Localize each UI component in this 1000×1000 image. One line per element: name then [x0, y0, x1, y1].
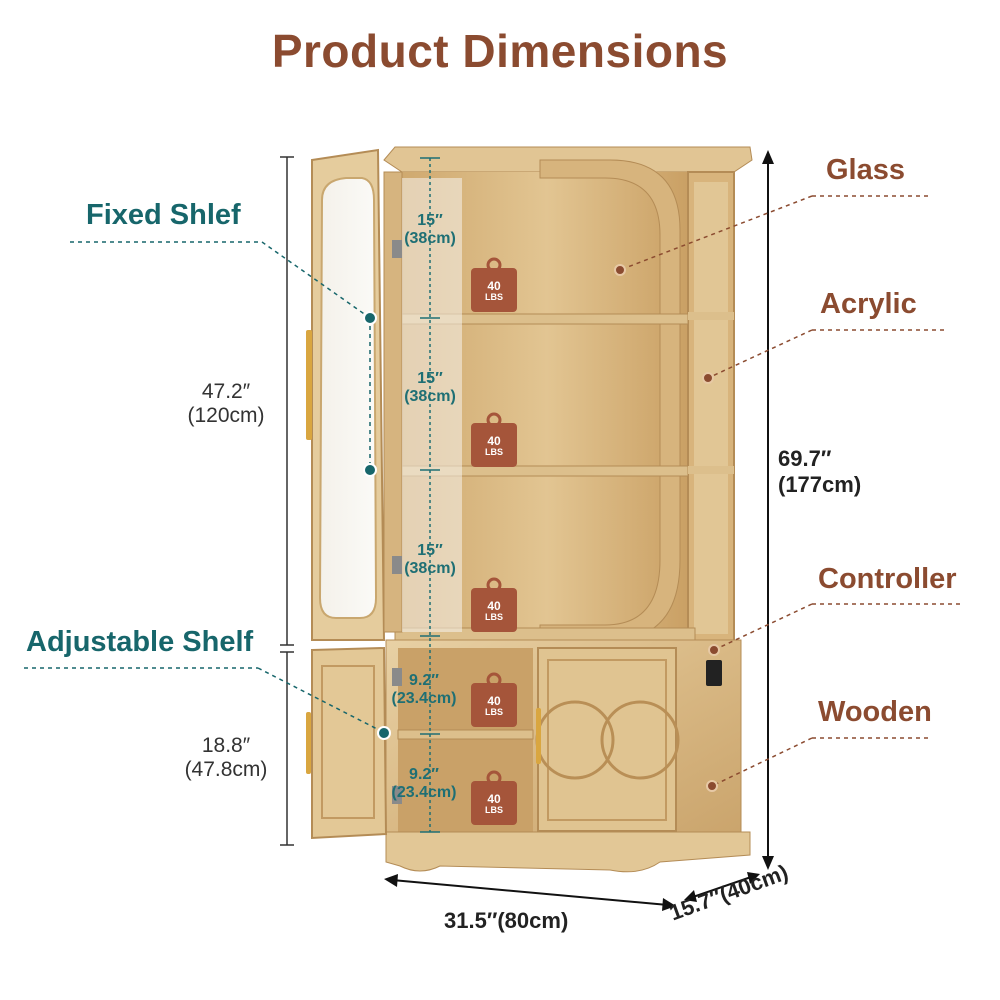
- lower-height-dimension: 18.8″ (47.8cm): [168, 734, 284, 782]
- glass-marker: [614, 264, 626, 276]
- wooden-marker: [706, 780, 718, 792]
- weight-value: 40: [487, 279, 501, 293]
- page-title: Product Dimensions: [271, 25, 729, 77]
- shelf-gap-5-in: 9.2″: [409, 766, 439, 783]
- adjustable-shelf-marker: [377, 726, 391, 740]
- weight-value: 40: [487, 792, 501, 806]
- weight-tag-3: [471, 577, 517, 632]
- depth-line: [689, 875, 755, 899]
- weight-tag-2: [471, 412, 517, 467]
- right-lower-door: [537, 647, 677, 832]
- cabinet-base: [385, 831, 751, 873]
- shelf-gap-2: 15″ (38cm): [390, 370, 470, 406]
- total-height-dimension: 69.7″ (177cm): [778, 446, 861, 498]
- weight-unit: LBS: [485, 612, 503, 622]
- fixed-shelf-marker-1: [363, 311, 377, 325]
- shelf-gap-3: 15″ (38cm): [390, 542, 470, 578]
- shelf-gap-2-cm: (38cm): [404, 388, 456, 405]
- weight-value: 40: [487, 694, 501, 708]
- fixed-shelf-marker-2: [363, 463, 377, 477]
- upper-height-cm: (120cm): [187, 404, 265, 427]
- upper-height-in: 47.2″: [201, 380, 251, 403]
- shelf-gap-3-in: 15″: [417, 542, 443, 559]
- shelf-gap-3-cm: (38cm): [404, 560, 456, 577]
- inner-glass-strip: [402, 178, 462, 632]
- weight-unit: LBS: [485, 805, 503, 815]
- total-height-in: 69.7″: [778, 446, 832, 471]
- weight-unit: LBS: [485, 707, 503, 717]
- lower-door-handle: [306, 712, 311, 774]
- shelf-gap-1-cm: (38cm): [404, 230, 456, 247]
- shelf-gap-2-in: 15″: [417, 370, 443, 387]
- right-door-handle: [536, 708, 541, 764]
- width-line: [391, 879, 669, 906]
- label-fixed-shelf: Fixed Shlef: [86, 199, 241, 231]
- weight-tag-5: [471, 770, 517, 825]
- width-dimension: 31.5″(80cm): [444, 908, 569, 933]
- total-height-cm: (177cm): [778, 472, 862, 497]
- shelf-gap-5: 9.2″ (23.4cm): [384, 766, 464, 802]
- glass-door-handle: [306, 330, 312, 440]
- shelf-gap-4-in: 9.2″: [409, 672, 439, 689]
- controller-box: [706, 660, 722, 686]
- shelf-gap-4-cm: (23.4cm): [391, 690, 457, 707]
- acrylic-marker: [702, 372, 714, 384]
- lower-left-door: [311, 646, 388, 840]
- weight-unit: LBS: [485, 292, 503, 302]
- shelf-gap-1: 15″ (38cm): [390, 212, 470, 248]
- label-glass: Glass: [826, 154, 905, 186]
- weight-tag-4: [471, 672, 517, 727]
- weight-value: 40: [487, 599, 501, 613]
- controller-marker: [708, 644, 720, 656]
- shelf-gap-4: 9.2″ (23.4cm): [384, 672, 464, 708]
- label-controller: Controller: [818, 563, 957, 595]
- lower-shelf: [397, 729, 534, 740]
- label-adjustable-shelf: Adjustable Shelf: [26, 626, 254, 658]
- label-acrylic: Acrylic: [820, 288, 917, 320]
- weight-unit: LBS: [485, 447, 503, 457]
- lower-height-cm: (47.8cm): [184, 758, 268, 781]
- label-wooden: Wooden: [818, 696, 932, 728]
- weight-value: 40: [487, 434, 501, 448]
- weight-tag-1: [471, 257, 517, 312]
- shelf-gap-1-in: 15″: [417, 212, 443, 229]
- lower-height-in: 18.8″: [201, 734, 251, 757]
- upper-height-dimension: 47.2″ (120cm): [168, 380, 284, 428]
- shelf-gap-5-cm: (23.4cm): [391, 784, 457, 801]
